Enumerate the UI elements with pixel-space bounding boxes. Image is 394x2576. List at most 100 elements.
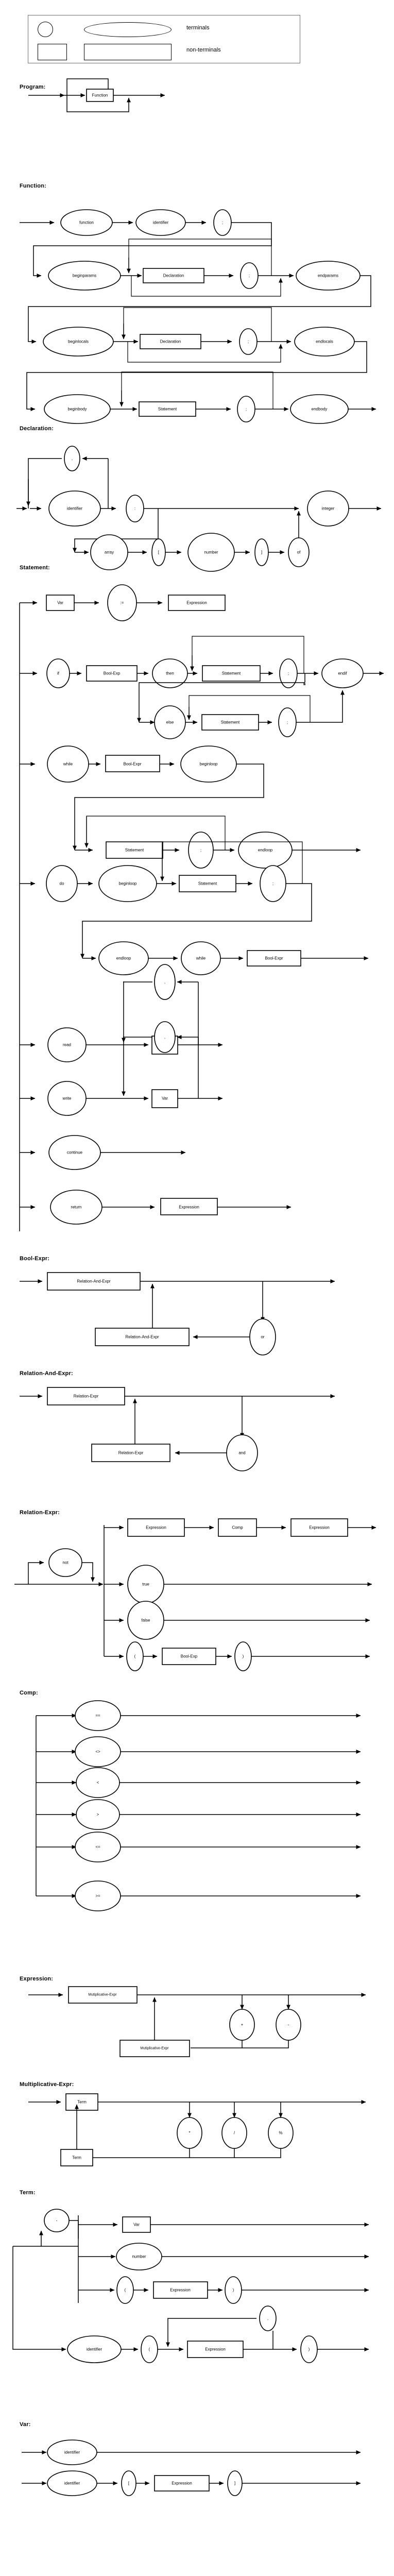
node-statement-do-beginloop: beginloop bbox=[119, 882, 137, 886]
section-title-relation-and-expr: Relation-And-Expr: bbox=[20, 1370, 73, 1377]
node-comp-gt: > bbox=[97, 1812, 99, 1817]
node-relationexpr-false: false bbox=[142, 1618, 150, 1623]
node-comp-eq: == bbox=[95, 1714, 100, 1718]
node-term-expression-2: Expression bbox=[205, 2347, 226, 2352]
section-title-expression: Expression: bbox=[20, 1976, 54, 1982]
node-declaration-colon: : bbox=[134, 506, 135, 511]
node-var-identifier-2: identifier bbox=[64, 2481, 80, 2486]
node-statement-boolexp-if: Bool-Exp bbox=[104, 671, 121, 676]
node-var-expression: Expression bbox=[172, 2481, 192, 2486]
node-function-semicolon-3: ; bbox=[248, 340, 249, 344]
node-mult-term-2: Term bbox=[72, 2156, 81, 2160]
node-term-expression-1: Expression bbox=[170, 2288, 191, 2293]
node-statement-if: if bbox=[57, 671, 60, 676]
node-function-endlocals: endlocals bbox=[316, 340, 333, 344]
node-term-unary-minus: - bbox=[56, 2218, 58, 2223]
diagram-relation-expr: not Expression Comp Expression true fals… bbox=[14, 1518, 376, 1671]
node-declaration-comma: , bbox=[72, 456, 73, 461]
node-statement-do-endloop: endloop bbox=[116, 956, 131, 961]
legend-terminal-ellipse bbox=[84, 22, 172, 37]
node-function-beginparams: beginparams bbox=[73, 274, 96, 278]
node-statement-while-endloop: endloop bbox=[258, 848, 273, 853]
section-title-declaration: Declaration: bbox=[20, 426, 54, 432]
node-function-semicolon-4: ; bbox=[246, 407, 247, 412]
node-comp-neq: <> bbox=[95, 1750, 100, 1754]
node-relationexpr-comp: Comp bbox=[232, 1526, 243, 1530]
section-title-comp: Comp: bbox=[20, 1690, 38, 1696]
node-statement-while-statement: Statement bbox=[125, 848, 144, 853]
node-statement-return: return bbox=[71, 1205, 82, 1210]
section-title-function: Function: bbox=[20, 183, 46, 189]
node-mult-star: * bbox=[189, 2131, 190, 2136]
node-statement-do-semicolon: ; bbox=[272, 882, 273, 886]
node-statement-assign: := bbox=[121, 601, 124, 605]
node-function-endbody: endbody bbox=[312, 407, 328, 412]
node-relationexpr-true: true bbox=[142, 1582, 149, 1587]
node-statement-endif: endif bbox=[338, 671, 347, 676]
diagram-multiplicative-expr: Term * / % Term bbox=[28, 2093, 366, 2166]
node-comp-ge: >= bbox=[95, 1894, 100, 1899]
section-title-multiplicative-expr: Multiplicative-Expr: bbox=[20, 2081, 74, 2088]
node-relationexpr-expression-right: Expression bbox=[309, 1526, 330, 1530]
node-statement-read-comma: , bbox=[164, 980, 165, 985]
node-statement-while-boolexpr: Bool-Expr bbox=[123, 762, 141, 767]
diagram-relation-and-expr: Relation-Expr and Relation-Expr bbox=[20, 1387, 335, 1471]
node-statement-else: else bbox=[166, 720, 174, 725]
node-term-var: Var bbox=[133, 2223, 140, 2227]
node-statement-write: write bbox=[62, 1096, 72, 1101]
node-declaration-number: number bbox=[204, 550, 218, 555]
section-title-relation-expr: Relation-Expr: bbox=[20, 1510, 60, 1516]
node-term-rparen-1: ) bbox=[233, 2288, 234, 2293]
node-function-semicolon-2: ; bbox=[249, 274, 250, 278]
node-relationand-relation-expr-1: Relation-Expr bbox=[74, 1394, 99, 1399]
section-title-statement: Statement: bbox=[20, 565, 50, 571]
node-comp-le: <= bbox=[95, 1845, 100, 1850]
node-statement-then-semicolon: ; bbox=[288, 671, 289, 676]
section-title-program: Program: bbox=[20, 84, 46, 90]
legend-terminals-label: terminals bbox=[186, 25, 210, 31]
node-relationexpr-lparen: ( bbox=[134, 1654, 136, 1659]
node-comp-lt: < bbox=[97, 1781, 99, 1785]
legend-terminal-circle bbox=[38, 22, 53, 37]
node-statement-do-statement: Statement bbox=[198, 882, 217, 886]
node-statement-write-var: Var bbox=[162, 1096, 168, 1101]
node-declaration-of: of bbox=[297, 550, 301, 555]
diagram-bool-expr: Relation-And-Expr or Relation-And-Expr bbox=[20, 1272, 335, 1355]
node-statement-read: read bbox=[63, 1043, 71, 1047]
legend-nonterminals-label: non-terminals bbox=[186, 47, 221, 53]
node-program-function: Function bbox=[92, 93, 108, 98]
node-statement-else-semicolon: ; bbox=[287, 720, 288, 725]
node-boolexpr-relation-and-1: Relation-And-Expr bbox=[77, 1279, 111, 1284]
node-statement-do: do bbox=[60, 882, 64, 886]
node-relationexpr-not: not bbox=[62, 1561, 68, 1565]
node-statement-then: then bbox=[166, 671, 174, 676]
node-statement-write-comma: , bbox=[164, 1035, 165, 1040]
node-relationand-and: and bbox=[238, 1451, 245, 1455]
node-var-identifier-1: identifier bbox=[64, 2450, 80, 2455]
node-relationexpr-expression-left: Expression bbox=[146, 1526, 166, 1530]
node-term-comma: , bbox=[267, 2316, 268, 2321]
diagram-program: Function bbox=[28, 78, 165, 112]
legend-box bbox=[28, 15, 300, 63]
node-term-number: number bbox=[132, 2255, 146, 2259]
diagram-expression: Mutiplicative-Expr + - Mutiplicative-Exp… bbox=[28, 1986, 366, 2057]
diagram-var: identifier identifier [ Expression ] bbox=[22, 2439, 361, 2496]
node-mult-slash: / bbox=[234, 2131, 235, 2136]
node-boolexpr-relation-and-2: Relation-And-Expr bbox=[125, 1335, 159, 1340]
node-term-rparen-2: ) bbox=[309, 2347, 310, 2352]
node-function-statement-body: Statement bbox=[158, 407, 177, 412]
node-expression-plus: + bbox=[241, 2023, 244, 2027]
node-statement-do-while: while bbox=[196, 956, 206, 961]
node-declaration-integer: integer bbox=[322, 506, 335, 511]
node-function-endparams: endparams bbox=[318, 274, 338, 278]
node-statement-while: while bbox=[63, 762, 73, 767]
section-title-var: Var: bbox=[20, 2421, 31, 2428]
section-title-bool-expr: Bool-Expr: bbox=[20, 1256, 50, 1262]
legend-nonterminal-square bbox=[38, 44, 67, 60]
node-expression-mult-2: Mutiplicative-Expr bbox=[140, 2047, 169, 2050]
node-term-lparen-2: ( bbox=[149, 2347, 150, 2352]
node-expression-minus: - bbox=[288, 2023, 289, 2027]
node-mult-percent: % bbox=[279, 2131, 282, 2136]
